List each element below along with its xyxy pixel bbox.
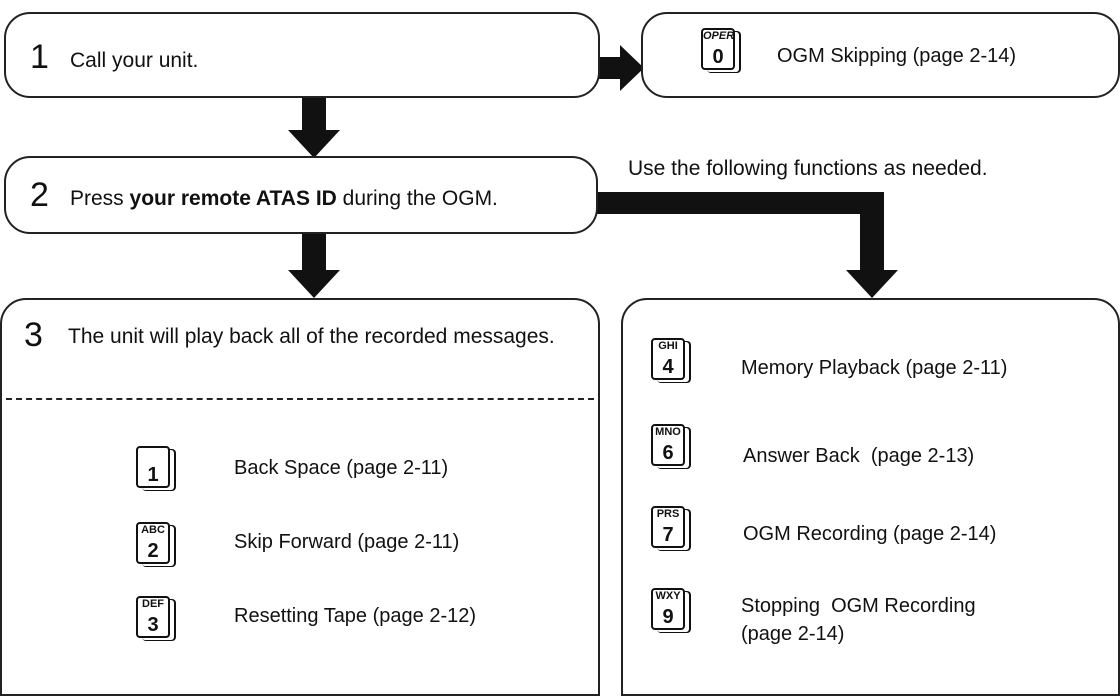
step1-box: 1 Call your unit. (4, 12, 600, 98)
key-main-label: 2 (147, 540, 159, 562)
key-oper-0-icon: OPER 0 (701, 28, 735, 70)
step3-box: 3 The unit will play back all of the rec… (0, 298, 600, 696)
step2-text: Press your remote ATAS ID during the OGM… (70, 186, 498, 212)
key-prs-7-icon: PRS 7 (651, 506, 685, 548)
key-wxy-9-icon: WXY 9 (651, 588, 685, 630)
arrow-step1-to-ogm-skip (598, 45, 644, 91)
key-mno-6-icon: MNO 6 (651, 424, 685, 466)
key-main-label: 3 (147, 614, 159, 636)
key-abc-2-icon: ABC 2 (136, 522, 170, 564)
key-ghi-4-icon: GHI 4 (651, 338, 685, 380)
step1-number: 1 (30, 38, 49, 76)
key-main-label: 7 (662, 524, 674, 546)
arrow-step1-to-step2 (288, 98, 340, 158)
key-sub-label: OPER (703, 30, 735, 42)
step3-text: The unit will play back all of the recor… (68, 325, 555, 348)
key-main-label: 6 (662, 442, 674, 464)
arrow-step2-to-options (596, 192, 898, 298)
key-1-icon: 1 (136, 446, 170, 488)
step3-number: 3 (24, 316, 43, 354)
key-main-label: 0 (712, 46, 724, 68)
step1-text: Call your unit. (70, 49, 199, 72)
options-box: GHI 4 Memory Playback (page 2-11) MNO 6 … (621, 298, 1120, 696)
ogm-recording-label: OGM Recording (page 2-14) (743, 523, 997, 545)
stopping-ogm-recording-page: (page 2-14) (741, 623, 845, 645)
ogm-skip-label: OGM Skipping (page 2-14) (777, 45, 1017, 67)
key-sub-label: MNO (655, 426, 681, 438)
key-sub-label: GHI (658, 340, 678, 352)
step2-remote-id: your remote ATAS ID (129, 187, 337, 210)
functions-note: Use the following functions as needed. (628, 157, 988, 180)
stopping-ogm-recording-label: Stopping OGM Recording (741, 595, 976, 617)
answer-back-label: Answer Back (page 2-13) (743, 445, 975, 467)
step2-number: 2 (30, 176, 49, 214)
key-main-label: 9 (662, 606, 674, 628)
step3-divider (6, 398, 594, 400)
key-sub-label: WXY (655, 590, 681, 602)
key-main-label: 1 (147, 464, 159, 486)
step2-text-after: during the OGM. (336, 187, 498, 210)
key-main-label: 4 (662, 356, 674, 378)
key-sub-label: ABC (141, 524, 165, 536)
back-space-label: Back Space (page 2-11) (234, 457, 449, 479)
key-sub-label: DEF (142, 598, 164, 610)
key-def-3-icon: DEF 3 (136, 596, 170, 638)
key-sub-label: PRS (656, 508, 680, 520)
step2-box: 2 Press your remote ATAS ID during the O… (4, 156, 598, 234)
step2-text-before: Press (70, 187, 130, 210)
arrow-step2-to-step3 (288, 232, 340, 298)
skip-forward-label: Skip Forward (page 2-11) (234, 531, 460, 553)
ogm-skip-box: OPER 0 OGM Skipping (page 2-14) (641, 12, 1120, 98)
memory-playback-label: Memory Playback (page 2-11) (741, 357, 1008, 379)
resetting-tape-label: Resetting Tape (page 2-12) (234, 605, 477, 627)
